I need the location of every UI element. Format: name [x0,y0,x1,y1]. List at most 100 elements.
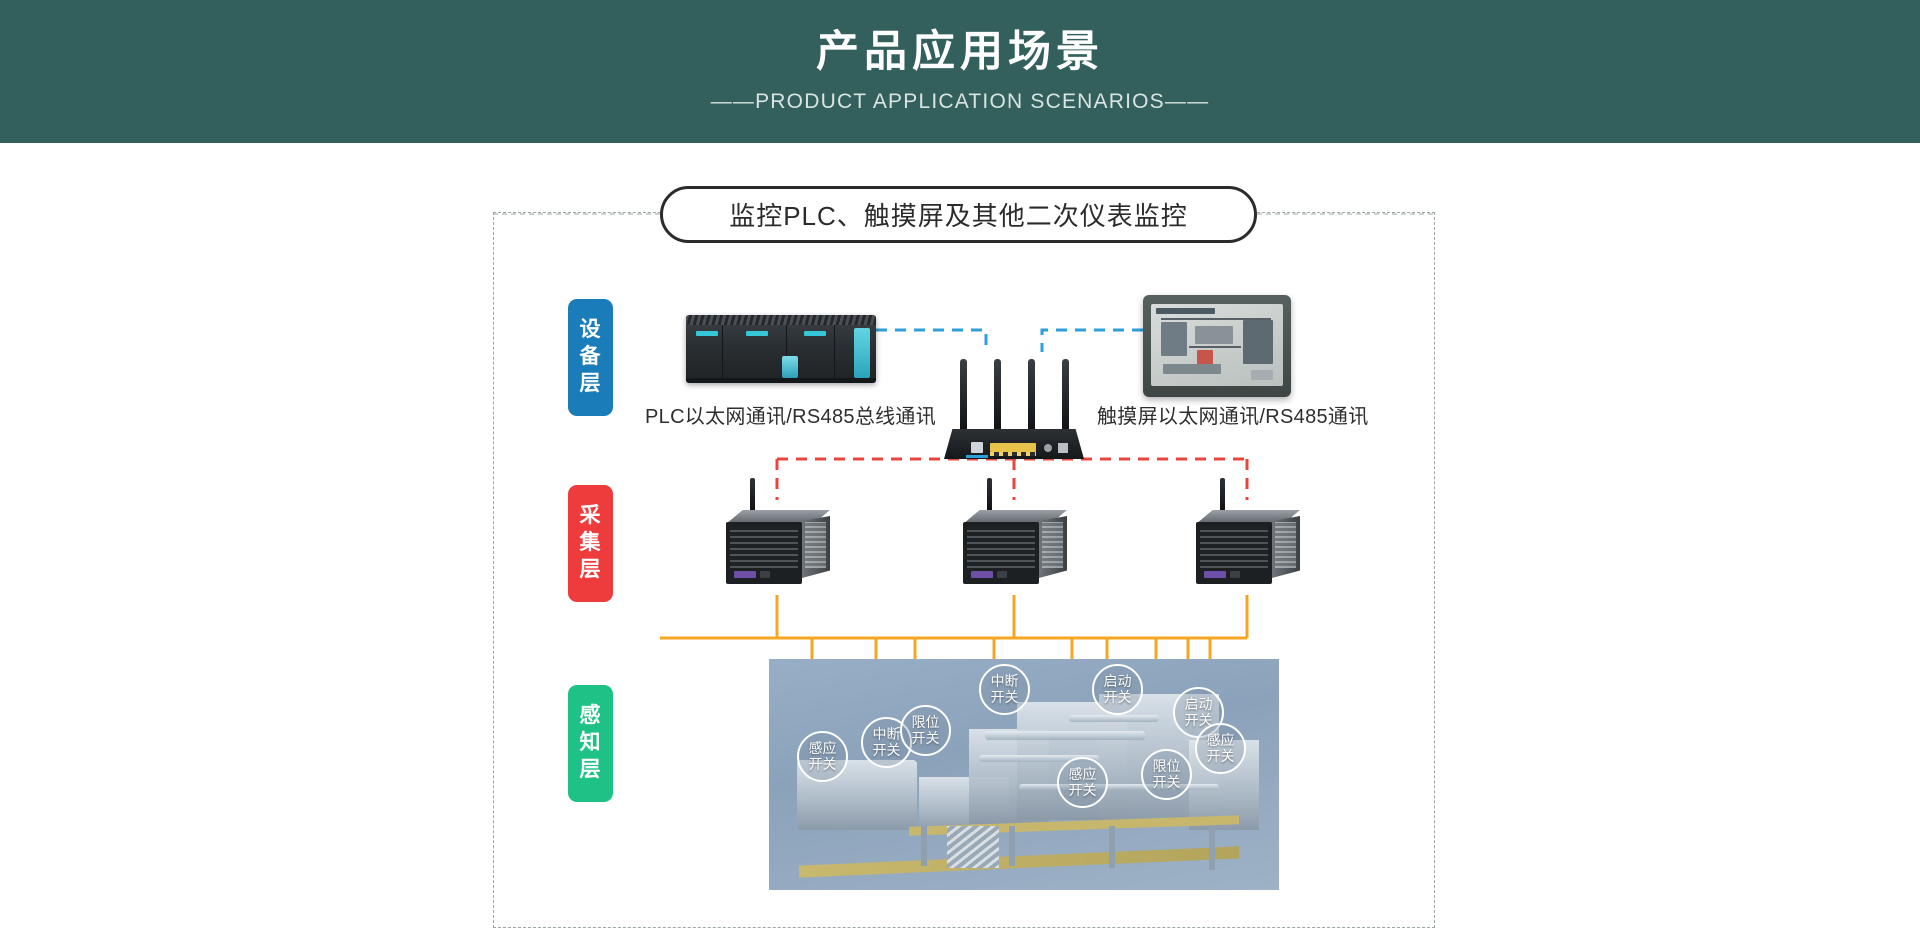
router-antenna [960,359,967,431]
plc-connection-label: PLC以太网通讯/RS485总线通讯 [645,406,937,428]
factory-pipe [1019,784,1219,790]
section-title-pill: 监控PLC、触摸屏及其他二次仪表监控 [660,186,1257,243]
gateway-device-2 [963,478,1067,586]
router-lan-ports [990,443,1036,452]
plc-terminal-door [854,328,870,378]
plc-connector-chip [782,356,798,378]
sensor-bubble-5[interactable]: 启动 开关 [1092,664,1143,715]
hmi-screen [1151,304,1283,386]
page-subtitle: ——PRODUCT APPLICATION SCENARIOS—— [710,90,1210,114]
layer-char-2: 备 [579,345,602,369]
plc-module-divider [786,325,787,383]
sensor-label-line1: 限位 [1152,758,1181,775]
sensor-bubble-6[interactable]: 感应 开关 [1057,757,1108,808]
hmi-titlebar [1156,308,1216,314]
layer-char-3: 层 [579,757,602,781]
gateway-device-1 [726,478,830,586]
hmi-touch-panel-icon [1143,295,1291,397]
layer-char-3: 层 [579,371,602,395]
hmi-widget [1163,364,1221,374]
factory-scene-image [769,659,1279,890]
hmi-connection-label: 触摸屏以太网通讯/RS485通讯 [1097,406,1369,428]
gateway-front [726,522,802,584]
sensor-label-line2: 开关 [872,741,901,758]
gateway-antenna [1220,478,1225,512]
hmi-widget [1243,320,1273,364]
gateway-antenna [987,478,992,512]
gateway-terminal-grid [967,526,1035,568]
layer-badge-sense[interactable]: 感 知 层 [568,685,613,802]
factory-base-deck [799,846,1239,878]
plc-label-tab [804,331,826,336]
page-title: 产品应用场景 [816,27,1104,76]
factory-pipe [979,755,1099,762]
gateway-front [963,522,1039,584]
sensor-bubble-1[interactable]: 感应 开关 [797,731,848,782]
gateway-top [726,510,830,524]
router-ethernet-port [971,442,983,453]
router-led-strip [990,452,1036,456]
sensor-label-line2: 开关 [1184,711,1213,728]
router-antenna [1028,359,1035,431]
router-antenna [994,359,1001,431]
gateway-status-led [971,571,993,578]
layer-char-3: 层 [579,557,602,581]
sensor-label-line2: 开关 [1206,747,1235,764]
plc-device-icon [686,315,876,383]
gateway-side-grid [1042,522,1063,568]
hmi-divider [1161,318,1271,320]
plc-base [686,378,876,383]
sensor-label-line1: 中断 [990,673,1019,690]
sensor-label-line1: 感应 [1068,766,1097,783]
factory-staircase [947,826,999,868]
layer-badge-device[interactable]: 设 备 层 [568,299,613,416]
page-header: 产品应用场景 ——PRODUCT APPLICATION SCENARIOS—— [0,0,1920,143]
gateway-front [1196,522,1272,584]
gateway-top [1196,510,1300,524]
gateway-antenna [750,478,755,512]
router-button [1044,444,1052,452]
plc-label-tab [746,331,768,336]
layer-char-2: 集 [579,531,602,555]
gateway-terminal-grid [1200,526,1268,568]
gateway-terminal-grid [730,526,798,568]
layer-char-2: 知 [579,731,602,755]
gateway-device-3 [1196,478,1300,586]
sensor-bubble-4[interactable]: 中断 开关 [979,664,1030,715]
gateway-side [1039,516,1067,578]
gateway-side-grid [1275,522,1296,568]
gateway-side-grid [805,522,826,568]
sensor-label-line1: 限位 [911,714,940,731]
sensor-bubble-9[interactable]: 感应 开关 [1195,723,1246,774]
sensor-label-line1: 启动 [1103,673,1132,690]
gateway-top [963,510,1067,524]
layer-badge-collect[interactable]: 采 集 层 [568,485,613,602]
sensor-label-line2: 开关 [808,755,837,772]
hmi-widget [1161,322,1187,356]
sensor-label-line1: 感应 [808,740,837,757]
sensor-bubble-3[interactable]: 限位 开关 [900,705,951,756]
gateway-status-led [734,571,756,578]
gateway-status-led [1204,571,1226,578]
gateway-status-led [760,571,770,578]
factory-support-leg [921,826,927,866]
router-port-indicator [966,455,988,458]
router-body [944,429,1084,459]
factory-pipe [985,731,1145,740]
sensor-label-line1: 中断 [872,726,901,743]
sensor-label-line2: 开关 [1152,773,1181,790]
sensor-label-line1: 启动 [1184,696,1213,713]
sensor-label-line2: 开关 [990,688,1019,705]
sensor-label-line1: 感应 [1206,732,1235,749]
hmi-widget [1251,370,1273,380]
sensor-bubble-8[interactable]: 启动 开关 [1173,687,1224,738]
hmi-widget [1195,326,1233,344]
layer-char-1: 设 [579,318,602,342]
sensor-label-line2: 开关 [1068,781,1097,798]
router-antenna [1062,359,1069,431]
layer-char-1: 采 [579,504,602,528]
section-title-text: 监控PLC、触摸屏及其他二次仪表监控 [729,201,1188,231]
sensor-bubble-7[interactable]: 限位 开关 [1141,749,1192,800]
factory-support-leg [1209,826,1215,870]
factory-support-leg [1109,826,1115,868]
